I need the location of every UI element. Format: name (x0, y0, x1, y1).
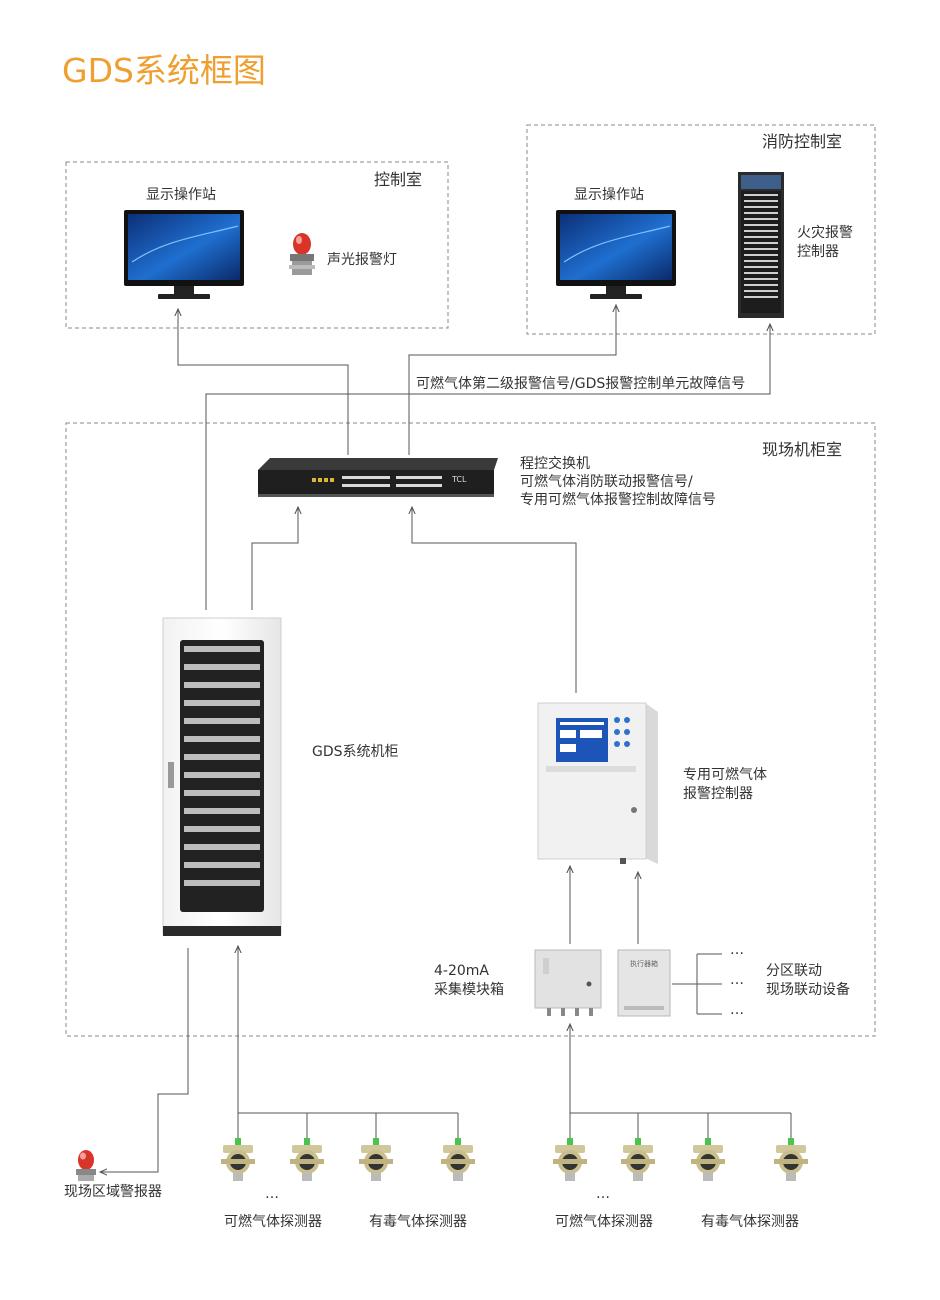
sound-light-alarm-icon (289, 233, 315, 275)
fire-alarm-controller-label: 火灾报警 控制器 (797, 225, 853, 260)
display-station-1-label: 显示操作站 (146, 187, 216, 203)
display-station-2-label: 显示操作站 (574, 187, 644, 203)
gas-controller-label: 专用可燃气体 报警控制器 (683, 767, 767, 802)
combustible-detector-label-2: 可燃气体探测器 (555, 1214, 653, 1230)
switch-description: 程控交换机 可燃气体消防联动报警信号/ 专用可燃气体报警控制故障信号 (520, 456, 716, 508)
gds-cabinet-icon (162, 617, 282, 936)
module-box-icon (534, 949, 602, 1016)
gas-controller-icon (537, 702, 658, 864)
detector-icon (441, 1138, 475, 1181)
fire-room-label: 消防控制室 (762, 132, 843, 151)
monitor-1-icon (124, 210, 244, 299)
wire-switch-to-display-1 (178, 309, 349, 455)
connection-lines (100, 305, 792, 1172)
combustible-detector-label-1: 可燃气体探测器 (224, 1214, 322, 1230)
relay-box-text: 执行器箱 (630, 960, 658, 968)
monitor-2-icon (556, 210, 676, 299)
detector-icon (621, 1138, 655, 1181)
wire-cabinet-to-switch (251, 507, 298, 610)
linkage-ellipsis-1: … (730, 942, 744, 958)
detector-ellipsis-right: … (596, 1186, 610, 1202)
switch-icon (258, 458, 498, 497)
sound-light-alarm-label: 声光报警灯 (327, 252, 397, 268)
gds-cabinet-label: GDS系统机柜 (312, 744, 399, 760)
detectors (221, 1138, 808, 1181)
zone-linkage-label: 分区联动 现场联动设备 (766, 963, 850, 998)
linkage-ellipsis-3: … (730, 1002, 744, 1018)
detector-icon (691, 1138, 725, 1181)
wire-cabinet-to-field-alarm (100, 948, 189, 1172)
control-room-boundary (65, 161, 449, 329)
linkage-ellipsis-2: … (730, 972, 744, 988)
fire-alarm-controller-icon (738, 172, 784, 318)
wire-signal-bus (205, 324, 770, 610)
detector-icon (221, 1138, 255, 1181)
cabinet-room-boundary (65, 422, 876, 1037)
toxic-detector-label-1: 有毒气体探测器 (369, 1214, 467, 1230)
page-title: GDS系统框图 (62, 51, 266, 90)
control-room-label: 控制室 (374, 170, 423, 189)
module-box-label: 4-20mA 采集模块箱 (434, 963, 504, 998)
detector-icon (774, 1138, 808, 1181)
detector-icon (553, 1138, 587, 1181)
detector-icon (290, 1138, 324, 1181)
detector-icon (359, 1138, 393, 1181)
field-alarm-icon (76, 1150, 96, 1181)
field-alarm-label: 现场区域警报器 (64, 1184, 162, 1200)
relay-box-icon (617, 949, 671, 1017)
fire-room-boundary (526, 124, 876, 335)
wire-controller-to-switch (412, 507, 577, 693)
wire-switch-to-display-2 (408, 305, 616, 455)
signal-bus-label: 可燃气体第二级报警信号/GDS报警控制单元故障信号 (416, 376, 746, 392)
switch-brand: TCL (452, 475, 467, 484)
cabinet-room-label: 现场机柜室 (762, 440, 843, 459)
detector-ellipsis-left: … (265, 1186, 279, 1202)
toxic-detector-label-2: 有毒气体探测器 (701, 1214, 799, 1230)
